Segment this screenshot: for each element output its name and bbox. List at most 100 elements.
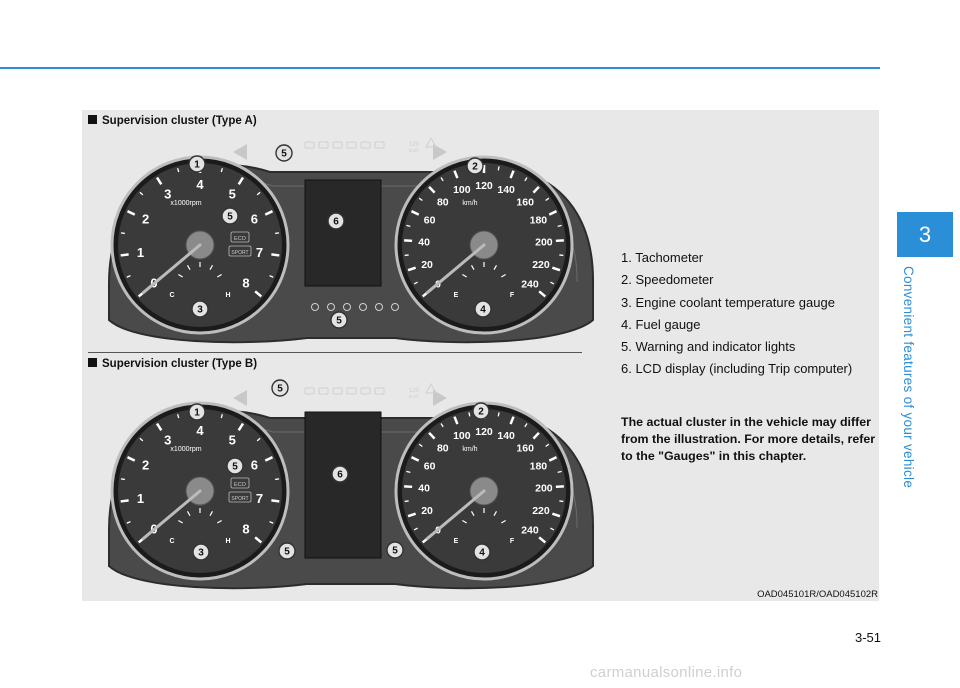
callout-badge — [330, 311, 348, 329]
dial-tick — [271, 499, 280, 503]
callout-number: 1 — [194, 160, 200, 171]
cluster-b-label-text: Supervision cluster (Type B) — [102, 358, 258, 370]
sub-gauge-tick — [501, 519, 506, 524]
dial-number: 40 — [418, 483, 430, 495]
dial-tick — [269, 521, 274, 524]
cluster-a-label: Supervision cluster (Type A) — [88, 115, 257, 127]
dial-tick — [254, 290, 263, 298]
warning-triangle-icon — [425, 136, 437, 148]
legend-item: 3. Engine coolant temperature gauge — [621, 294, 835, 310]
turn-right-icon — [433, 390, 447, 406]
dial-tick — [120, 499, 129, 503]
sub-gauge-tick — [493, 265, 498, 270]
dial-tick — [551, 512, 561, 518]
dial-tick — [497, 166, 500, 171]
dial-number: 4 — [196, 423, 204, 438]
sub-gauge-label: E — [454, 292, 459, 299]
note-text: The actual cluster in the vehicle may di… — [621, 415, 876, 463]
cluster-b-illustration: 120km/h012345678x1000rpmCH02040608010012… — [108, 379, 595, 590]
callout-number: 5 — [277, 384, 283, 395]
dial-tick — [559, 254, 564, 257]
dial-number: 5 — [229, 432, 236, 447]
sub-gauge-tick — [178, 273, 183, 278]
callout-number: 2 — [472, 162, 478, 173]
sub-gauge-tick — [462, 519, 467, 524]
sub-gauge-tick — [493, 511, 498, 516]
dial-tick — [550, 527, 555, 531]
dial-number: 8 — [242, 276, 249, 291]
speed-limit-value: 120 — [409, 142, 420, 148]
indicator-icon — [374, 141, 385, 149]
callout-number: 5 — [284, 547, 290, 558]
sport-label: SPORT — [231, 496, 248, 502]
dial-number: 7 — [256, 491, 263, 506]
sub-gauge-label: C — [169, 292, 174, 299]
dial-tick — [275, 232, 280, 235]
dial-tick — [538, 290, 547, 298]
callout-number: 3 — [198, 548, 204, 559]
dial-number: 1 — [137, 245, 144, 260]
sport-label: SPORT — [231, 250, 248, 256]
dial-number: 80 — [437, 196, 449, 208]
callout-badge — [327, 212, 345, 230]
callout-number: 5 — [227, 212, 233, 223]
dial-tick — [406, 224, 411, 228]
dial-tick — [557, 224, 562, 228]
sub-gauge-label: H — [225, 292, 230, 299]
indicator-icon — [318, 141, 329, 149]
callout-badge — [472, 402, 490, 420]
legend-item: 4. Fuel gauge — [621, 316, 701, 332]
gauge-needle — [141, 243, 202, 295]
lcd-display — [304, 411, 382, 559]
dial-tick — [453, 170, 459, 179]
callout-badge — [331, 465, 349, 483]
gauge-needle — [141, 489, 202, 541]
dial-tick — [264, 456, 274, 462]
separator — [88, 352, 582, 353]
callout-number: 4 — [479, 548, 485, 559]
dial-tick — [407, 512, 417, 518]
dial-number: 220 — [532, 505, 550, 517]
indicator-icon — [391, 303, 399, 311]
image-code: OAD045101R/OAD045102R — [757, 589, 878, 600]
sub-gauge-label: E — [454, 538, 459, 545]
cluster-a-illustration: 120km/h012345678x1000rpmCH02040608010012… — [108, 136, 595, 344]
legend-list: 1. Tachometer 2. Speedometer 3. Engine c… — [621, 247, 852, 381]
indicator-icon — [332, 141, 343, 149]
indicator-icon — [318, 387, 329, 395]
callout-badge — [278, 542, 296, 560]
sub-gauge-tick — [209, 511, 214, 516]
callout-badge — [221, 207, 239, 225]
indicator-icon — [346, 387, 357, 395]
callout-badge — [271, 379, 289, 397]
dial-number: 2 — [142, 458, 149, 473]
top-rule — [0, 67, 880, 69]
eco-indicator — [230, 477, 250, 489]
dial-tick — [524, 423, 528, 428]
dial-number: 40 — [418, 237, 430, 249]
indicator-icon — [327, 303, 335, 311]
dial-tick — [418, 197, 423, 202]
dial-number: 6 — [251, 458, 258, 473]
sub-gauge-tick — [462, 273, 467, 278]
callout-number: 4 — [480, 305, 486, 316]
dial-tick — [440, 423, 444, 428]
sub-gauge-tick — [209, 265, 214, 270]
dial-number: 120 — [475, 180, 493, 192]
legend-item: 1. Tachometer — [621, 250, 704, 265]
callout-number: 5 — [232, 462, 238, 473]
callout-badge — [188, 403, 206, 421]
dial-number: 3 — [164, 432, 171, 447]
eco-label: ECO — [234, 482, 247, 488]
dial-number: 180 — [530, 461, 548, 473]
indicator-icon — [304, 141, 315, 149]
watermark: carmanualsonline.info — [590, 664, 743, 681]
indicator-icon — [359, 303, 367, 311]
gauge-needle — [425, 489, 486, 541]
dial-number: 80 — [437, 442, 449, 454]
dial-number: 140 — [497, 184, 515, 196]
dial-unit: x1000rpm — [170, 200, 201, 207]
callout-number: 6 — [337, 470, 343, 481]
legend-item: 6. LCD display (including Trip computer) — [621, 361, 853, 377]
dial-tick — [440, 177, 444, 182]
